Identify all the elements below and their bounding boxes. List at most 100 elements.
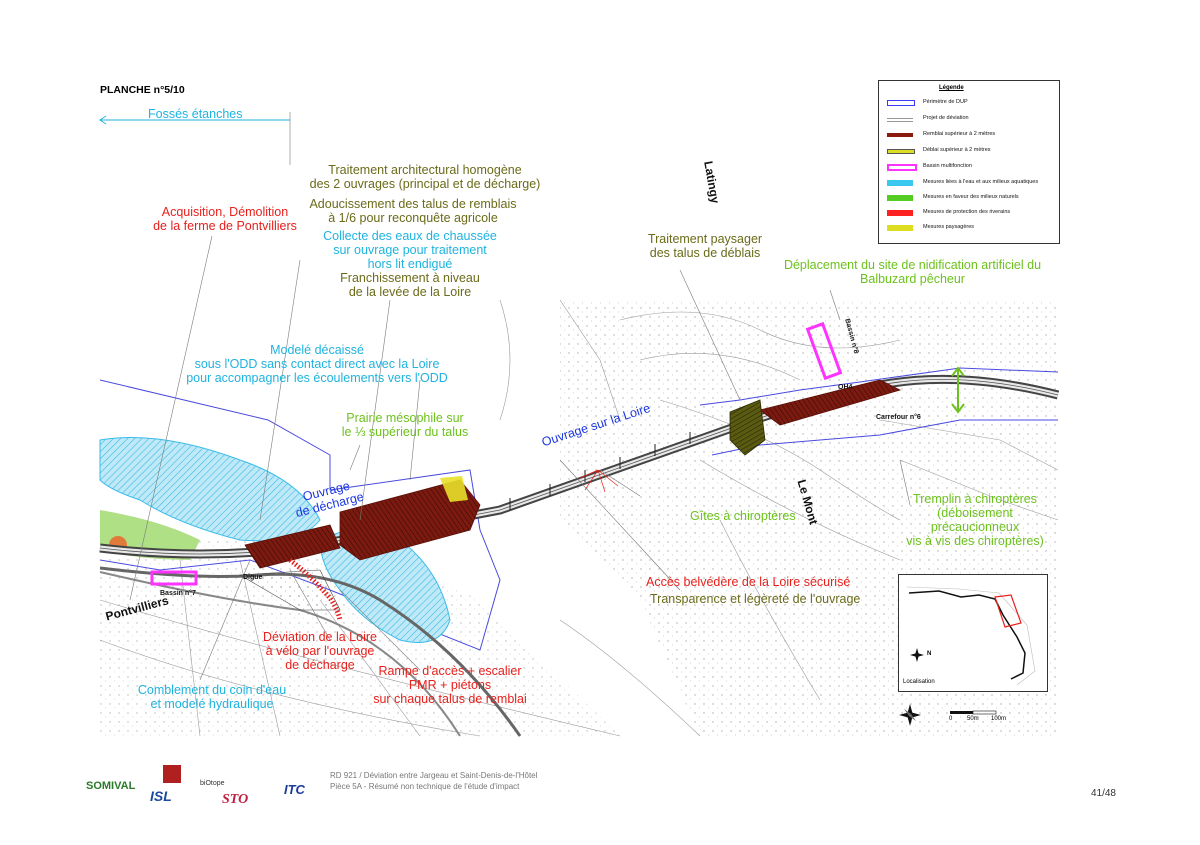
annotation-line: Comblement du coin d'eau	[137, 683, 287, 697]
annotation-tremplin: Tremplin à chiroptères (déboisement préc…	[885, 492, 1065, 548]
annotation-line: de la ferme de Pontvilliers	[153, 219, 297, 233]
annotation-collecte: Collecte des eaux de chaussée sur ouvrag…	[300, 229, 520, 271]
annotation-line: de la levée de la Loire	[348, 285, 472, 299]
landscape-measure	[440, 476, 468, 502]
footer-line-1: RD 921 / Déviation entre Jargeau et Sain…	[330, 771, 538, 780]
annotation-line: Déviation de la Loire	[263, 630, 377, 644]
legend-swatch	[887, 100, 915, 106]
location-inset: N Localisation	[898, 574, 1048, 692]
annotation-franchissement: Franchissement à niveau de la levée de l…	[320, 271, 500, 299]
annotation-traitement-paysager: Traitement paysager des talus de déblais	[625, 232, 785, 260]
legend-label: Remblai supérieur à 2 mètres	[923, 131, 996, 137]
legend-item-riverains: Mesures de protection des riverains	[887, 209, 1057, 219]
embankment-east	[759, 379, 902, 426]
logo-somival: SOMIVAL	[86, 780, 136, 792]
bassin-7	[150, 570, 198, 586]
legend-swatch	[887, 180, 913, 186]
annotation-line: Prairie mésophile sur	[346, 411, 464, 425]
annotation-line: Franchissement à niveau	[340, 271, 480, 285]
annotation-line: à 1/6 pour reconquête agricole	[328, 211, 498, 225]
annotation-transparence: Transparence et légèreté de l'ouvrage	[650, 592, 861, 606]
inset-north-arrow	[910, 648, 924, 662]
legend-box: Légende Périmètre de DUP Projet de dévia…	[878, 80, 1060, 244]
legend-label: Périmètre de DUP	[923, 99, 968, 105]
cadastral-lines	[99, 299, 1059, 737]
logo-isl: ISL	[150, 788, 172, 804]
label-bassin-7: Bassin n°7	[160, 590, 196, 597]
annotation-line: des talus de déblais	[649, 246, 761, 260]
digue-hatch	[238, 569, 341, 611]
annotation-traitement-architectural: Traitement architectural homogène des 2 …	[300, 163, 550, 191]
annotation-line: précaucionneux	[930, 520, 1020, 534]
bat-ramp-arrow	[951, 366, 965, 414]
legend-swatch	[887, 195, 913, 201]
legend-title: Légende	[939, 85, 964, 91]
annotation-line: sous l'ODD sans contact direct avec la L…	[194, 357, 440, 371]
annotation-rampe: Rampe d'accès + escalier PMR + piétons s…	[365, 664, 535, 706]
label-carrefour-6: Carrefour n°6	[876, 414, 921, 421]
annotation-line: le ⅓ supérieur du talus	[341, 425, 469, 439]
fosses-arrow	[99, 115, 290, 125]
annotation-deplacement: Déplacement du site de nidification arti…	[770, 258, 1055, 286]
annotation-acces-belvedere: Accès belvédère de la Loire sécurisé	[646, 575, 851, 589]
legend-swatch	[887, 149, 915, 154]
legend-item-deblai: Déblai supérieur à 2 mètres	[887, 147, 1057, 157]
logo-red-block	[163, 765, 181, 783]
scale-bar-white	[972, 710, 997, 715]
logo-sto: STO	[222, 792, 249, 807]
legend-label: Mesures en faveur des milieux naturels	[923, 194, 1019, 200]
footer-line-2: Pièce 5A - Résumé non technique de l'étu…	[330, 782, 520, 791]
board-title: PLANCHE n°5/10	[100, 84, 185, 96]
ramp-stairs	[288, 558, 343, 621]
annotation-comblement: Comblement du coin d'eau et modelé hydra…	[137, 683, 287, 711]
scale-and-compass	[899, 704, 997, 726]
legend-swatch	[887, 164, 917, 171]
legend-label: Mesures de protection des riverains	[923, 209, 1011, 215]
annotation-line: Collecte des eaux de chaussée	[323, 229, 497, 243]
page-number: 41/48	[1090, 788, 1116, 799]
annotation-prairie: Prairie mésophile sur le ⅓ supérieur du …	[330, 411, 480, 439]
legend-item-naturels: Mesures en faveur des milieux naturels	[887, 194, 1057, 204]
belvedere-rays	[579, 469, 619, 493]
annotation-fosses: Fossés étanches	[148, 107, 243, 121]
annotation-line: à vélo par l'ouvrage	[265, 644, 375, 658]
annotation-line: et modelé hydraulique	[150, 697, 274, 711]
scale-label-0: 0	[949, 716, 953, 722]
legend-swatch	[887, 210, 913, 216]
annotation-line: Balbuzard pêcheur	[860, 272, 965, 286]
legend-item-remblai: Remblai supérieur à 2 mètres	[887, 131, 1057, 141]
legend-label: Bassin multifonction	[923, 163, 972, 169]
legend-item-bassin: Bassin multifonction	[887, 163, 1057, 173]
legend-label: Projet de déviation	[923, 115, 969, 121]
inset-north-label: N	[927, 651, 932, 657]
annotation-gites: Gîtes à chiroptères	[690, 509, 796, 523]
annotation-line: sur chaque talus de remblai	[373, 692, 527, 706]
scale-label-50: 50m	[967, 716, 979, 722]
cutting-deblai	[729, 399, 766, 456]
annotation-acquisition: Acquisition, Démolition de la ferme de P…	[150, 205, 300, 233]
legend-label: Mesures paysagères	[923, 224, 975, 230]
annotation-line: Rampe d'accès + escalier	[378, 664, 522, 678]
annotation-line: vis à vis des chiroptères)	[906, 534, 1044, 548]
logo-itc: ITC	[284, 782, 305, 797]
annotation-line: Traitement paysager	[647, 232, 763, 246]
annotation-line: des 2 ouvrages (principal et de décharge…	[309, 177, 541, 191]
annotation-line: pour accompagner les écoulements vers l'…	[186, 371, 448, 385]
scale-bar-black	[950, 711, 973, 714]
annotation-line: Tremplin à chiroptères	[913, 492, 1037, 506]
legend-label: Déblai supérieur à 2 mètres	[923, 147, 991, 153]
legend-swatch	[887, 118, 913, 122]
annotation-line: (déboisement	[937, 506, 1013, 520]
annotation-line: Adoucissement des talus de remblais	[309, 197, 517, 211]
legend-item-paysageres: Mesures paysagères	[887, 224, 1057, 234]
annotation-line: sur ouvrage pour traitement	[333, 243, 487, 257]
label-oh4: OH4	[838, 384, 853, 391]
annotation-line: PMR + piétons	[408, 678, 492, 692]
legend-swatch	[887, 133, 913, 137]
inset-map	[906, 586, 1036, 686]
label-digue: Digue	[243, 574, 263, 581]
compass-rose-icon	[899, 704, 921, 726]
inset-caption: Localisation	[903, 679, 935, 685]
footer-text: RD 921 / Déviation entre Jargeau et Sain…	[330, 770, 537, 792]
annotation-line: hors lit endigué	[367, 257, 453, 271]
